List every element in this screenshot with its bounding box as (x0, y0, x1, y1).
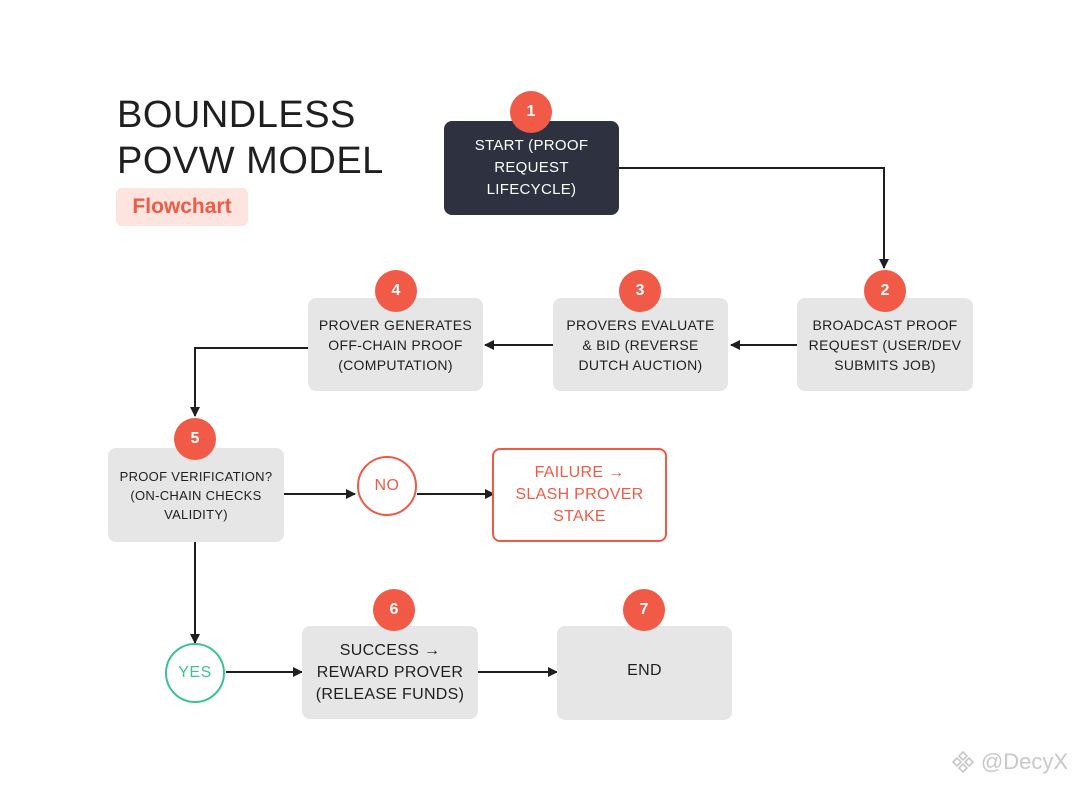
node-start-line-3: LIFECYCLE) (486, 181, 577, 198)
node-success-line-1: SUCCESS → (339, 641, 441, 659)
step-badge-6: 6 (373, 589, 415, 631)
node-failure-line-1: FAILURE → (534, 464, 625, 481)
node-verification-line-1: PROOF VERIFICATION? (119, 468, 273, 484)
node-start: START (PROOF REQUEST LIFECYCLE) (444, 121, 619, 215)
node-success-line-2: REWARD PROVER (316, 663, 464, 681)
node-verification-line-3: VALIDITY) (164, 506, 228, 522)
node-end: END (557, 626, 732, 720)
watermark: @DecyX (951, 749, 1068, 775)
node-start-line-1: START (PROOF (474, 137, 589, 154)
node-bid: PROVERS EVALUATE & BID (REVERSE DUTCH AU… (553, 298, 728, 391)
node-broadcast-line-1: BROADCAST PROOF (812, 316, 958, 333)
node-broadcast: BROADCAST PROOF REQUEST (USER/DEV SUBMIT… (797, 298, 973, 391)
node-verification: PROOF VERIFICATION? (ON-CHAIN CHECKS VAL… (108, 448, 284, 542)
watermark-text: @DecyX (980, 749, 1068, 774)
title-line-1: BOUNDLESS (117, 94, 356, 136)
node-success-line-3: (RELEASE FUNDS) (315, 685, 465, 703)
node-broadcast-line-2: REQUEST (USER/DEV (808, 336, 962, 353)
node-failure: FAILURE → SLASH PROVER STAKE (492, 448, 667, 542)
step-badge-1: 1 (510, 91, 552, 133)
node-verification-line-2: (ON-CHAIN CHECKS (130, 487, 262, 503)
node-success: SUCCESS → REWARD PROVER (RELEASE FUNDS) (302, 626, 478, 719)
step-badge-2: 2 (864, 270, 906, 312)
node-failure-line-2: SLASH PROVER (515, 486, 644, 503)
step-badge-4: 4 (375, 270, 417, 312)
node-bid-line-2: & BID (REVERSE (582, 336, 699, 353)
step-badge-3: 3 (619, 270, 661, 312)
diagram-title: BOUNDLESS POVW MODEL (117, 92, 384, 184)
step-badge-7: 7 (623, 589, 665, 631)
edge-1-2 (618, 167, 889, 269)
edge-4-5 (190, 347, 308, 417)
decision-no: NO (357, 456, 417, 516)
node-generate-line-3: (COMPUTATION) (338, 356, 453, 373)
node-broadcast-line-3: SUBMITS JOB) (834, 356, 936, 373)
node-end-label: END (627, 662, 662, 679)
node-start-line-2: REQUEST (494, 159, 569, 176)
flowchart-tag: Flowchart (116, 188, 248, 226)
node-bid-line-1: PROVERS EVALUATE (566, 316, 715, 333)
decision-yes: YES (165, 643, 225, 703)
node-generate-line-1: PROVER GENERATES (318, 316, 473, 333)
binance-diamond-icon (951, 750, 974, 774)
node-bid-line-3: DUTCH AUCTION) (578, 356, 703, 373)
node-failure-line-3: STAKE (553, 508, 606, 525)
node-generate: PROVER GENERATES OFF-CHAIN PROOF (COMPUT… (308, 298, 483, 391)
title-line-2: POVW MODEL (117, 140, 384, 182)
node-generate-line-2: OFF-CHAIN PROOF (328, 336, 463, 353)
step-badge-5: 5 (174, 418, 216, 460)
